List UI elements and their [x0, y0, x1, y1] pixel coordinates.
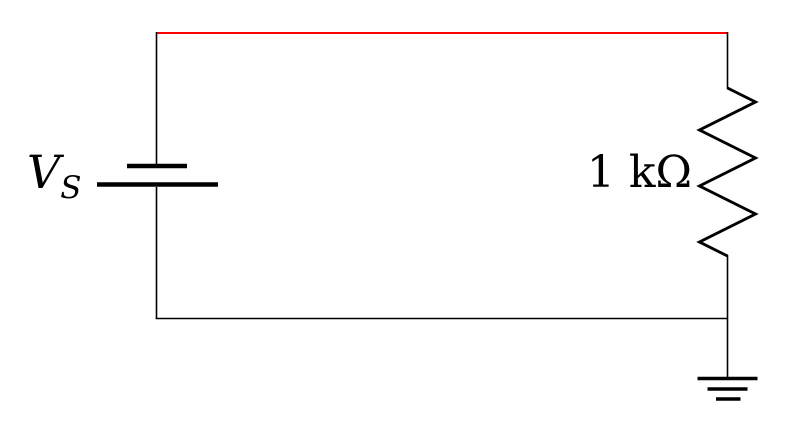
source-voltage-symbol: V — [27, 145, 65, 199]
ground-symbol — [697, 376, 758, 401]
voltage-source: VS — [27, 32, 218, 319]
source-voltage-label: VS — [27, 145, 81, 206]
resistor-zigzag-icon — [696, 86, 759, 258]
resistor: 1 kΩ — [587, 32, 759, 378]
resistor-value-label: 1 kΩ — [587, 147, 692, 198]
source-voltage-subscript: S — [60, 170, 81, 206]
